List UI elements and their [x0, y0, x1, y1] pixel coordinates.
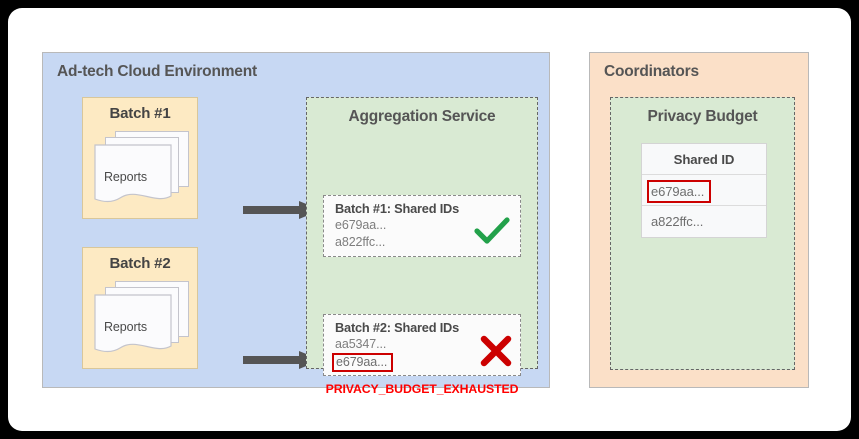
card-title: Batch #2: Shared IDs	[335, 320, 460, 335]
flagged-shared-id-value: e679aa...	[332, 352, 394, 372]
batch-2-box: Batch #2 Reports	[82, 247, 198, 369]
aggregation-service-box: Aggregation Service Batch #1: Shared IDs…	[306, 97, 538, 396]
batch-2-label: Batch #2	[109, 255, 171, 272]
table-row: a822ffc...	[642, 206, 766, 237]
coordinators-panel: Coordinators Privacy Budget Shared ID e6…	[589, 52, 809, 388]
report-sheet-front: Reports	[94, 294, 172, 356]
privacy-budget-error-text: PRIVACY_BUDGET_EXHAUSTED	[325, 382, 519, 396]
shared-id-table: Shared ID e679aa... a822ffc...	[641, 143, 767, 238]
table-row: e679aa...	[642, 175, 766, 206]
report-stack-2: Reports	[94, 281, 190, 361]
shared-id-value: a822ffc...	[651, 214, 704, 229]
report-sheet-front: Reports	[94, 144, 172, 206]
privacy-budget-box: Privacy Budget Shared ID e679aa... a822f…	[610, 97, 795, 370]
adtech-cloud-environment-panel: Ad-tech Cloud Environment Batch #1 Repor…	[42, 52, 550, 396]
batch-1-label: Batch #1	[109, 105, 171, 122]
coordinators-panel-title: Coordinators	[604, 63, 699, 80]
reports-label-2: Reports	[104, 320, 148, 334]
flagged-shared-id-value: e679aa...	[647, 180, 712, 204]
batch-2-shared-ids-card: Batch #2: Shared IDs aa5347... e679aa...	[323, 314, 521, 376]
diagram-canvas: Ad-tech Cloud Environment Batch #1 Repor…	[8, 8, 851, 431]
shared-id-value: a822ffc...	[335, 234, 386, 249]
privacy-budget-title: Privacy Budget	[647, 108, 758, 125]
table-header-shared-id: Shared ID	[642, 144, 766, 175]
card-title: Batch #1: Shared IDs	[335, 201, 460, 216]
report-stack-1: Reports	[94, 131, 190, 211]
shared-id-value: aa5347...	[335, 337, 387, 351]
shared-id-value: e679aa...	[335, 218, 387, 232]
batch-1-shared-ids-card: Batch #1: Shared IDs e679aa... a822ffc..…	[323, 195, 521, 257]
adtech-panel-title: Ad-tech Cloud Environment	[57, 63, 257, 80]
green-check-icon	[474, 217, 510, 250]
reports-label-1: Reports	[104, 170, 148, 184]
red-x-icon	[476, 334, 516, 373]
batch-1-box: Batch #1 Reports	[82, 97, 198, 219]
aggregation-service-title: Aggregation Service	[348, 108, 496, 125]
